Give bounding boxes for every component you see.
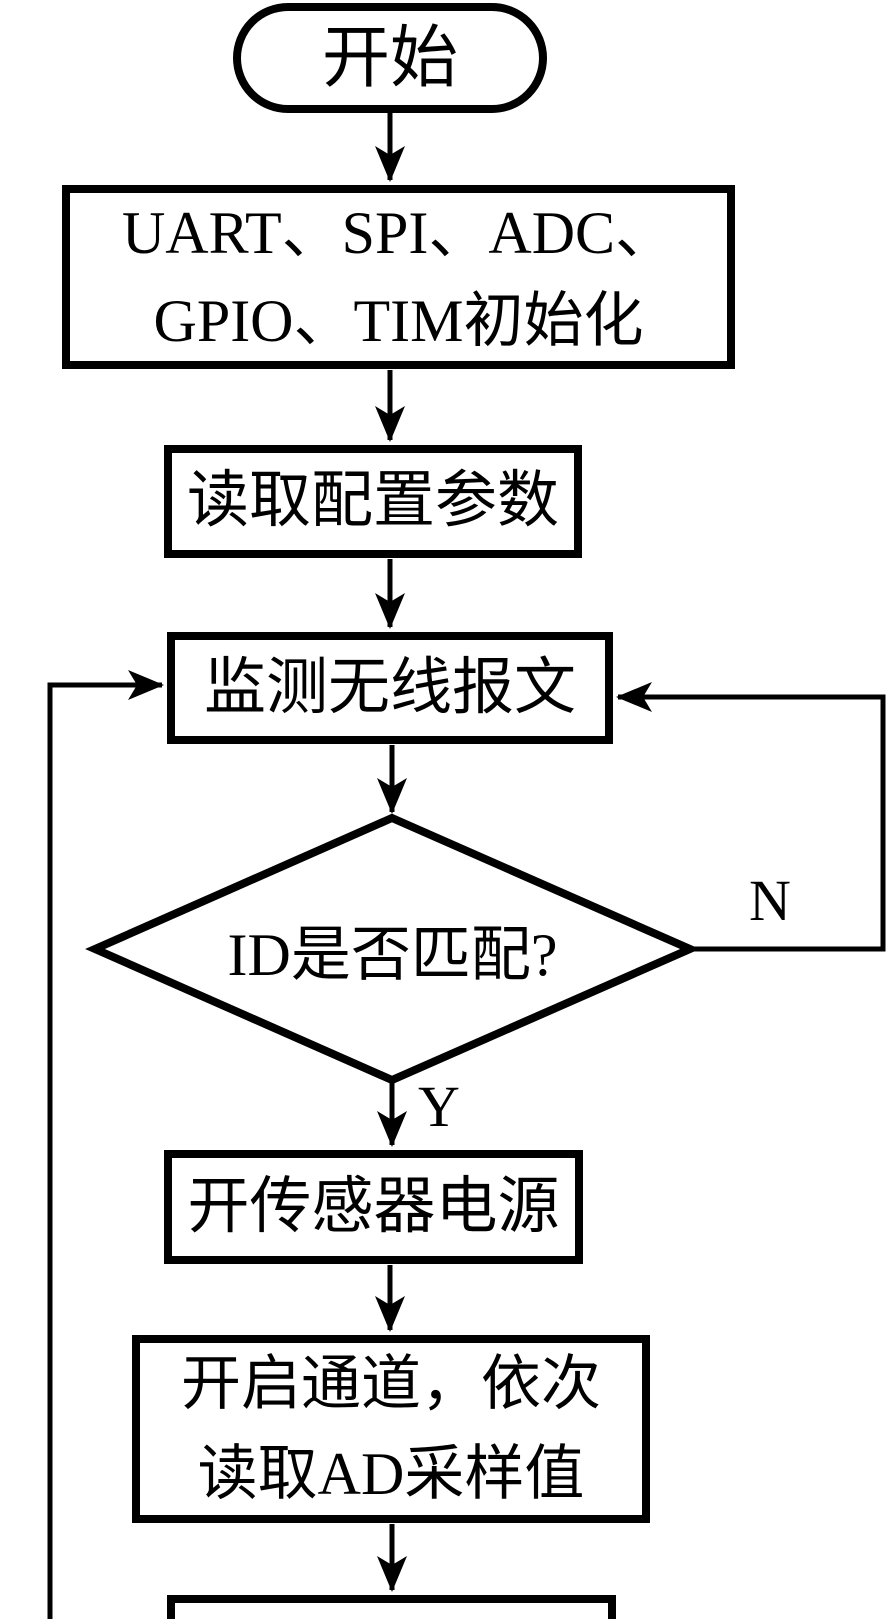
node-decision-label: ID是否匹配?: [227, 921, 558, 988]
node-read-ad: 开启通道，依次 读取AD采样值: [132, 1335, 650, 1523]
edge-label-no: N: [749, 868, 791, 933]
node-start-label: 开始: [321, 19, 458, 96]
node-read-ad-line1: 开启通道，依次: [181, 1351, 601, 1417]
node-read-config: 读取配置参数: [164, 445, 582, 558]
node-init-line2: GPIO、TIM初始化: [153, 288, 644, 354]
node-start: 开始: [233, 3, 547, 113]
node-sensor-power: 开传感器电源: [164, 1150, 583, 1264]
node-read-ad-line2: 读取AD采样值: [197, 1441, 585, 1507]
node-read-config-label: 读取配置参数: [186, 467, 559, 536]
node-monitor-label: 监测无线报文: [203, 653, 576, 722]
node-monitor: 监测无线报文: [167, 632, 613, 744]
node-bottom-partial: [167, 1595, 616, 1619]
loop-left-feedback: [47, 670, 164, 1619]
node-init: UART、SPI、ADC、 GPIO、TIM初始化: [62, 185, 735, 369]
edge-label-yes: Y: [418, 1074, 460, 1139]
loop-no-branch: [616, 682, 886, 952]
decision-diamond-shape: [85, 813, 700, 1085]
node-sensor-power-label: 开传感器电源: [187, 1172, 560, 1241]
node-init-line1: UART、SPI、ADC、: [121, 200, 676, 266]
